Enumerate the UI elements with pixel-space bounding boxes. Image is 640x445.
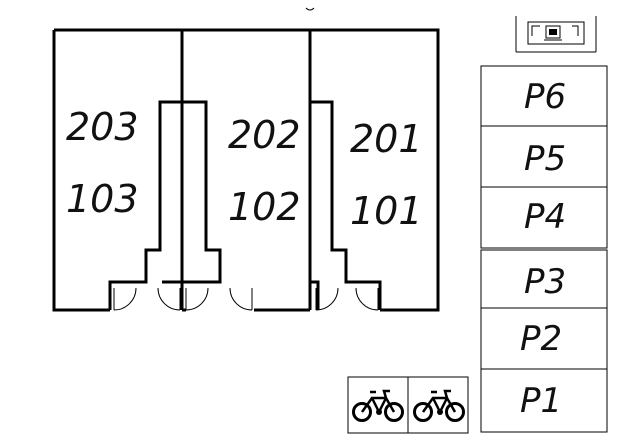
parking-lot-label: P5 bbox=[524, 139, 566, 179]
unit-label-upper: 203 bbox=[66, 105, 139, 149]
door-unit-103 bbox=[113, 287, 181, 311]
stair-unit-202 bbox=[182, 100, 222, 284]
unit-label-upper: 201 bbox=[350, 117, 423, 161]
door-unit-102 bbox=[185, 287, 253, 311]
bicycle-icon bbox=[413, 389, 465, 422]
stair-unit-203 bbox=[108, 100, 182, 310]
building bbox=[52, 28, 440, 312]
parking-lot-label: P2 bbox=[520, 319, 562, 359]
parking-lot-label: P6 bbox=[524, 77, 566, 117]
unit-label-lower: 102 bbox=[228, 185, 301, 229]
parking-area bbox=[480, 65, 608, 433]
unit-label-upper: 202 bbox=[228, 113, 301, 157]
bicycle-parking bbox=[347, 376, 469, 434]
door-unit-101 bbox=[315, 287, 379, 311]
parking-lot-label: P3 bbox=[524, 262, 566, 302]
parking-lot-label: P4 bbox=[524, 197, 566, 237]
bicycle-icon bbox=[352, 389, 404, 422]
doors bbox=[113, 287, 379, 311]
parking-lot-label: P1 bbox=[520, 381, 562, 421]
trash-station-icon bbox=[515, 16, 597, 53]
unit-label-lower: 101 bbox=[350, 189, 423, 233]
top-mark bbox=[305, 7, 315, 11]
stair-unit-201 bbox=[310, 100, 382, 310]
unit-label-lower: 103 bbox=[66, 177, 139, 221]
